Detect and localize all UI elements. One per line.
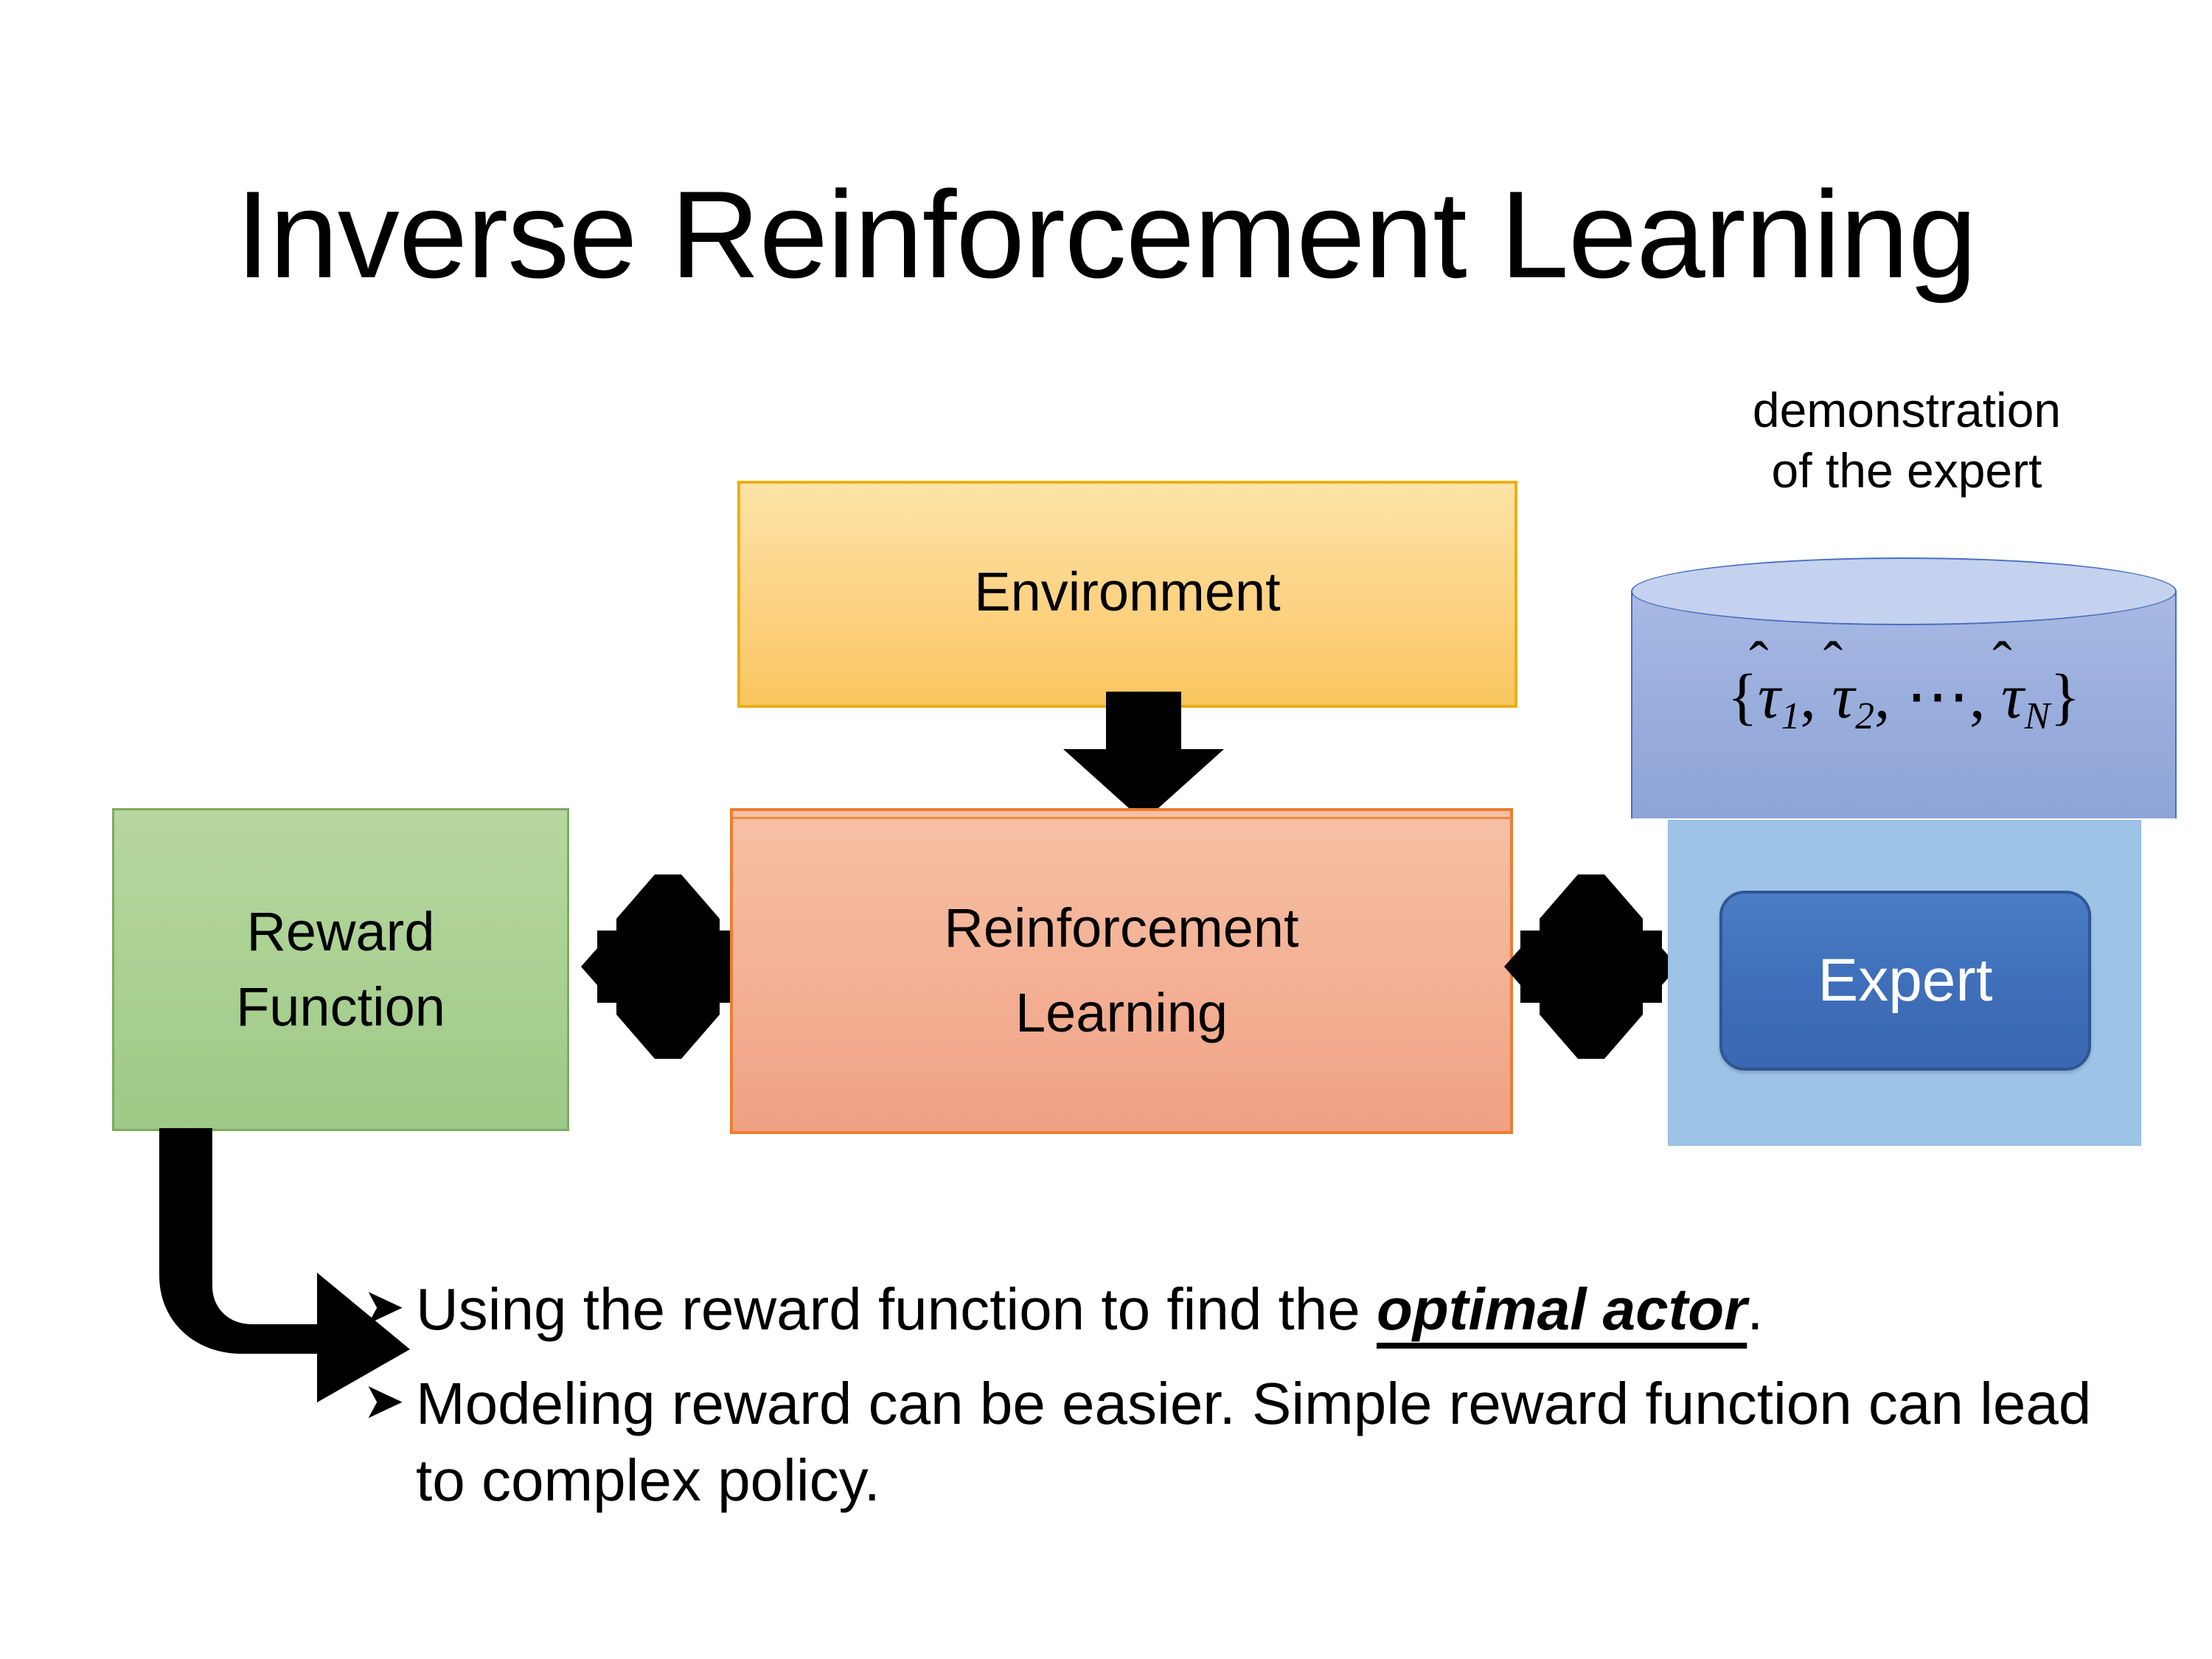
bullet-marker-icon: ➤	[363, 1373, 405, 1429]
reward-function-label-line1: Reward	[246, 900, 435, 962]
reinforcement-learning-label: Reinforcement Learning	[944, 886, 1298, 1055]
reward-to-bullets-arrow-icon	[159, 1128, 410, 1402]
bullet-emphasis: optimal actor	[1376, 1276, 1747, 1342]
demonstration-caption-line2: of the expert	[1771, 442, 2042, 498]
formula-close-brace: }	[2050, 661, 2081, 731]
bullet-text: Using the reward function to find the op…	[416, 1271, 2132, 1348]
environment-box: Environment	[737, 481, 1517, 708]
reinforcement-learning-label-line1: Reinforcement	[944, 897, 1299, 959]
reward-function-box: Reward Function	[112, 808, 569, 1131]
formula-ellipsis: ⋯	[1905, 661, 1969, 731]
cylinder-top-ellipse	[1631, 557, 2177, 625]
cylinder-body	[1631, 591, 2177, 818]
demonstration-caption-line1: demonstration	[1752, 383, 2062, 437]
trajectory-set-formula: {̂τ1, ̂τ2, ⋯, ̂τN}	[1727, 661, 2081, 738]
formula-open-brace: {	[1727, 661, 1758, 731]
formula-tau-2: ̂τ	[1832, 661, 1855, 731]
bullet-list: ➤ Using the reward function to find the …	[363, 1271, 2132, 1537]
environment-to-rl-arrow-icon	[1063, 692, 1224, 821]
bullet-text: Modeling reward can be easier. Simple re…	[416, 1371, 2092, 1513]
demonstration-cylinder-icon: {̂τ1, ̂τ2, ⋯, ̂τN}	[1631, 557, 2177, 852]
formula-tau-1: ̂τ	[1757, 661, 1781, 731]
demonstration-caption: demonstration of the expert	[1634, 380, 2180, 501]
expert-chip: Expert	[1719, 891, 2091, 1071]
slide-title: Inverse Reinforcement Learning	[235, 165, 1978, 304]
rl-expert-exchange-arrow-icon	[1504, 874, 1678, 1059]
formula-tau-n: ̂τ	[2000, 661, 2024, 731]
environment-label: Environment	[974, 561, 1281, 623]
reward-rl-exchange-arrow-icon	[581, 874, 755, 1059]
bullet-marker-icon: ➤	[363, 1279, 405, 1335]
bullet-text-after: .	[1747, 1276, 1764, 1342]
reward-function-label: Reward Function	[236, 894, 445, 1045]
reward-function-label-line2: Function	[236, 976, 445, 1037]
list-item: ➤ Using the reward function to find the …	[363, 1271, 2132, 1348]
bullet-text-before: Using the reward function to find the	[416, 1276, 1377, 1342]
reinforcement-learning-label-line2: Learning	[1015, 982, 1228, 1043]
list-item: ➤ Modeling reward can be easier. Simple …	[363, 1366, 2132, 1519]
reinforcement-learning-box: Reinforcement Learning	[730, 808, 1513, 1134]
expert-chip-label: Expert	[1818, 947, 1993, 1014]
